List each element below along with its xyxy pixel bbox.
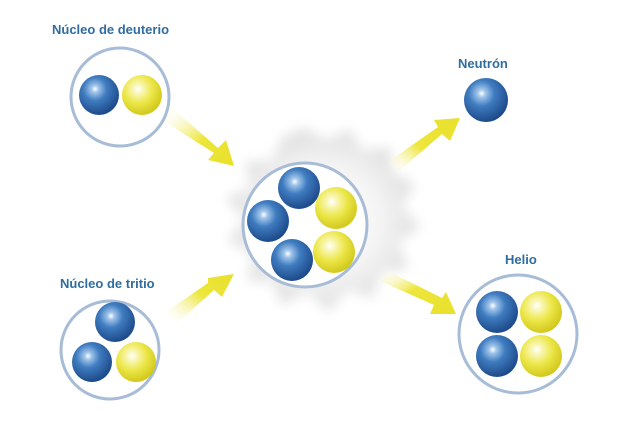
neutron-particle [72, 342, 112, 382]
proton-particle [476, 291, 518, 333]
neutron-particle [271, 239, 313, 281]
fusion-nucleus [241, 161, 369, 289]
deuterium-label: Núcleo de deuterio [52, 22, 170, 37]
proton-particle [278, 167, 320, 209]
neutron-particle [122, 75, 162, 115]
proton-particle [315, 187, 357, 229]
neutron-particle [247, 200, 289, 242]
neutron-particle [313, 231, 355, 273]
helium-label: Helio [505, 252, 537, 267]
proton-particle [476, 335, 518, 377]
proton-particle [95, 302, 135, 342]
free-neutron [464, 78, 508, 122]
helium-nucleus [457, 273, 579, 395]
tritium-nucleus [59, 299, 161, 401]
tritium-label: Núcleo de tritio [60, 276, 155, 291]
proton-particle [79, 75, 119, 115]
arrow-deuterium-in [162, 108, 234, 166]
arrow-helium-out [378, 270, 456, 314]
neutron-particle [520, 335, 562, 377]
arrow-neutron-out [388, 118, 460, 172]
neutron-particle [116, 342, 156, 382]
arrow-tritium-in [166, 274, 234, 324]
deuterium-nucleus [69, 46, 171, 148]
neutron-label: Neutrón [458, 56, 508, 71]
neutron-particle [520, 291, 562, 333]
